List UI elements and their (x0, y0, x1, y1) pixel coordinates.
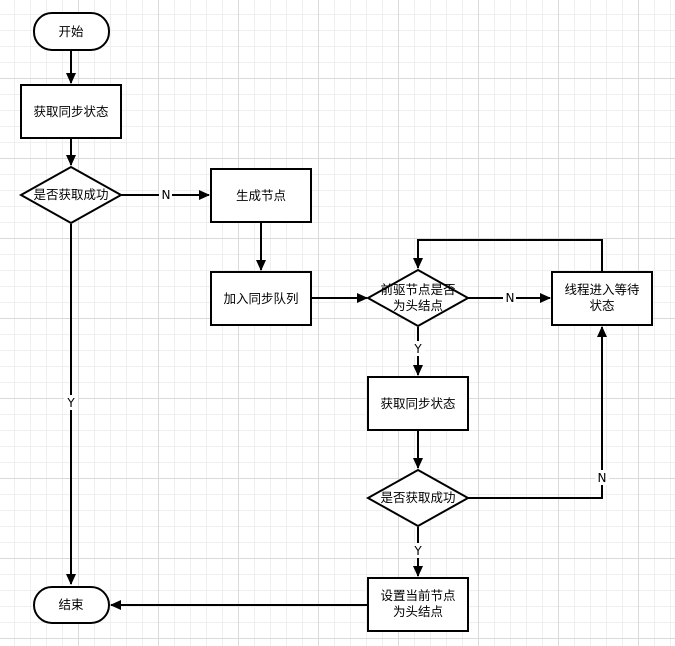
svg-text:前驱节点是否: 前驱节点是否 (380, 282, 455, 297)
edge-check2-no (468, 326, 607, 499)
node-end: 结束 (33, 586, 110, 624)
node-is-prev-head: 前驱节点是否 为头结点 (365, 268, 471, 328)
label-check1-no: N (162, 188, 171, 202)
svg-text:结束: 结束 (58, 597, 84, 612)
label-check2-yes: Y (413, 544, 422, 558)
svg-text:线程进入等待: 线程进入等待 (564, 282, 640, 297)
svg-text:开始: 开始 (58, 24, 84, 39)
node-check-success-2: 是否获取成功 (365, 468, 471, 528)
node-get-sync-state-2: 获取同步状态 (367, 376, 469, 431)
node-create-node: 生成节点 (210, 168, 312, 223)
node-thread-wait: 线程进入等待 状态 (551, 271, 653, 326)
edge-labels: N Y N Y N Y (64, 187, 609, 558)
svg-text:加入同步队列: 加入同步队列 (223, 291, 298, 306)
node-get-sync-state-1: 获取同步状态 (20, 84, 122, 139)
svg-text:生成节点: 生成节点 (236, 188, 286, 203)
svg-text:获取同步状态: 获取同步状态 (33, 104, 108, 119)
svg-text:是否获取成功: 是否获取成功 (33, 187, 108, 202)
edges (66, 51, 607, 610)
svg-text:获取同步状态: 获取同步状态 (380, 396, 455, 411)
node-check-success-1: 是否获取成功 (18, 165, 124, 225)
svg-text:为头结点: 为头结点 (393, 604, 443, 619)
svg-text:状态: 状态 (589, 298, 614, 313)
node-enqueue: 加入同步队列 (210, 271, 312, 326)
edge-wait-loop (413, 239, 603, 271)
svg-text:为头结点: 为头结点 (393, 298, 443, 313)
label-prev-head-yes: Y (413, 342, 422, 356)
label-check1-yes: Y (66, 396, 75, 410)
label-prev-head-no: N (506, 291, 515, 305)
svg-text:是否获取成功: 是否获取成功 (380, 490, 455, 505)
label-check2-no: N (598, 471, 607, 485)
node-set-head: 设置当前节点 为头结点 (367, 577, 469, 632)
svg-text:设置当前节点: 设置当前节点 (380, 588, 455, 603)
node-start: 开始 (33, 12, 110, 51)
